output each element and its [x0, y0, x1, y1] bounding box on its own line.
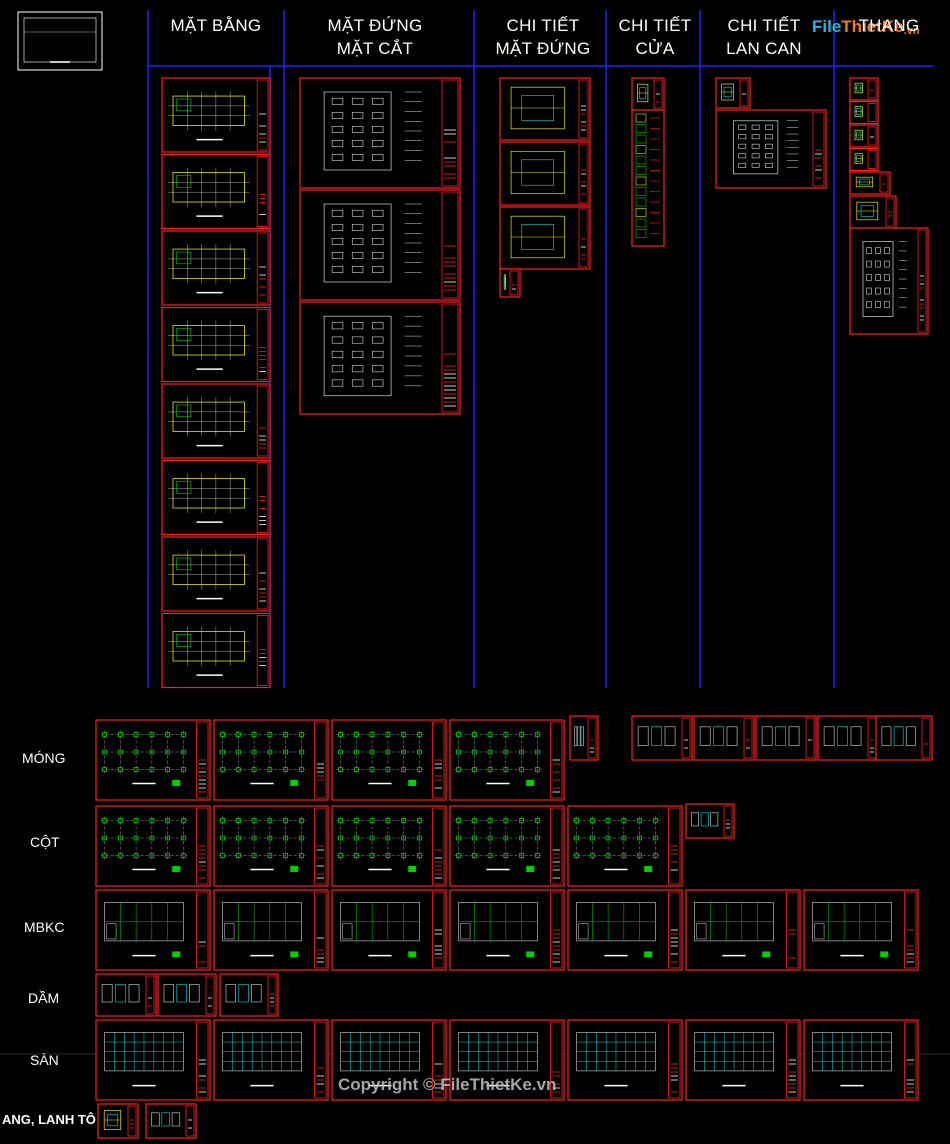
- drawing-sheet[interactable]: [95, 973, 157, 1017]
- drawing-sheets: [95, 77, 933, 1139]
- drawing-sheet[interactable]: [499, 141, 591, 206]
- row-label-mong: MÓNG: [22, 750, 66, 766]
- drawing-sheet[interactable]: [631, 77, 665, 111]
- drawing-sheet[interactable]: [213, 719, 329, 801]
- drawing-sheet[interactable]: [849, 171, 891, 195]
- drawing-sheet[interactable]: [803, 1019, 919, 1101]
- drawing-sheet[interactable]: [161, 230, 271, 306]
- drawing-sheet[interactable]: [569, 715, 599, 761]
- drawing-sheet[interactable]: [299, 189, 461, 301]
- drawing-sheet[interactable]: [849, 77, 879, 101]
- drawing-sheet[interactable]: [219, 973, 279, 1017]
- drawing-sheet[interactable]: [161, 77, 271, 153]
- drawing-sheet[interactable]: [849, 195, 897, 229]
- drawing-sheet[interactable]: [755, 715, 817, 761]
- drawing-sheet[interactable]: [567, 889, 683, 971]
- row-label-san: SÀN: [30, 1052, 59, 1068]
- drawing-sheet[interactable]: [803, 889, 919, 971]
- drawing-sheet[interactable]: [499, 77, 591, 141]
- drawing-sheet[interactable]: [213, 1019, 329, 1101]
- drawing-sheet[interactable]: [95, 1019, 211, 1101]
- drawing-sheet[interactable]: [849, 124, 879, 148]
- column-title-mat-bang: MẶT BẰNG: [170, 16, 262, 35]
- column-title-mat-dung-mat-cat: MẶT ĐỨNG MẶT CẮT: [327, 16, 423, 58]
- drawing-sheet[interactable]: [331, 719, 447, 801]
- drawing-sheet[interactable]: [97, 1103, 139, 1139]
- column-title-chi-tiet-mat-dung: CHI TIẾT MẶT ĐỨNG: [495, 16, 591, 58]
- row-label-dam: DẦM: [28, 990, 60, 1006]
- drawing-sheet[interactable]: [685, 1019, 801, 1101]
- door-schedule-sheet[interactable]: [631, 109, 665, 247]
- drawing-sheet[interactable]: [161, 612, 271, 689]
- row-label-thang-lanh-to: ANG, LANH TÔ: [2, 1112, 96, 1127]
- column-title-chi-tiet-cua: CHI TIẾT CỬA: [618, 16, 692, 58]
- drawing-sheet[interactable]: [95, 889, 211, 971]
- column-title-chi-tiet-lan-can: CHI TIẾT LAN CAN: [726, 16, 802, 58]
- drawing-sheet[interactable]: [449, 1019, 565, 1101]
- drawing-sheet[interactable]: [685, 889, 801, 971]
- drawing-sheet[interactable]: [145, 1103, 197, 1139]
- drawing-sheet[interactable]: [817, 715, 879, 761]
- column-title-thang: THANG: [858, 16, 920, 35]
- column-dividers: [0, 10, 950, 1055]
- copyright-watermark: Copyright © FileThietKe.vn: [338, 1075, 557, 1094]
- drawing-sheet[interactable]: [849, 100, 879, 125]
- row-label-mbkc: MBKC: [24, 919, 65, 935]
- drawing-sheet[interactable]: [213, 805, 329, 887]
- drawing-sheet[interactable]: [161, 306, 271, 383]
- view-thumbnail[interactable]: [17, 11, 103, 71]
- drawing-sheet[interactable]: [161, 383, 271, 459]
- drawing-sheet[interactable]: [161, 153, 271, 230]
- drawing-sheet[interactable]: [685, 803, 735, 839]
- drawing-sheet[interactable]: [449, 889, 565, 971]
- drawing-sheet[interactable]: [299, 77, 461, 189]
- drawing-sheet[interactable]: [161, 536, 271, 612]
- drawing-sheet[interactable]: [213, 889, 329, 971]
- row-label-cot: CỘT: [30, 834, 60, 850]
- drawing-sheet[interactable]: [631, 715, 693, 761]
- drawing-sheet[interactable]: [849, 147, 879, 172]
- drawing-sheet[interactable]: [331, 1019, 447, 1101]
- drawing-sheet[interactable]: [161, 459, 271, 536]
- drawing-sheet[interactable]: [715, 109, 827, 189]
- drawing-sheet[interactable]: [449, 805, 565, 887]
- drawing-sheet[interactable]: [567, 1019, 683, 1101]
- drawing-sheet[interactable]: [95, 805, 211, 887]
- drawing-sheet[interactable]: [331, 889, 447, 971]
- drawing-sheet[interactable]: [299, 301, 461, 415]
- drawing-sheet[interactable]: [715, 77, 751, 109]
- drawing-sheet[interactable]: [567, 805, 683, 887]
- drawing-sheet[interactable]: [95, 719, 211, 801]
- drawing-sheet[interactable]: [499, 268, 521, 298]
- drawing-sheet[interactable]: [499, 206, 591, 270]
- drawing-sheet[interactable]: [875, 715, 933, 761]
- drawing-sheet[interactable]: [849, 227, 929, 335]
- filethietke-logo: File ThietKe .vn: [812, 17, 920, 37]
- drawing-sheet[interactable]: [157, 973, 217, 1017]
- drawing-sheet[interactable]: [449, 719, 565, 801]
- drawing-sheet[interactable]: [331, 805, 447, 887]
- drawing-sheet[interactable]: [693, 715, 755, 761]
